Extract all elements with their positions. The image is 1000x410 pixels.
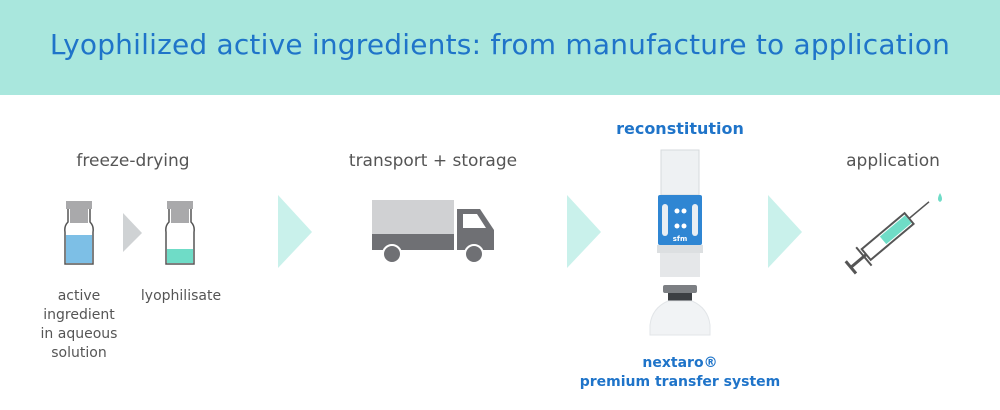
step-application-label: application (846, 151, 940, 171)
syringe-icon (844, 201, 930, 275)
vial-lyophilisate-icon (165, 201, 195, 265)
step-reconstitution-label: reconstitution (616, 119, 744, 138)
caption-line: ingredient (43, 307, 115, 323)
caption-line: active (57, 288, 101, 304)
nextaro-device-icon: sfm (649, 149, 711, 336)
caption-line: solution (51, 345, 107, 361)
step-arrow-icon (567, 195, 601, 268)
drop-icon (938, 193, 942, 202)
product-description: premium transfer system (579, 374, 781, 390)
active-ingredient-caption: active ingredient in aqueous solution (41, 287, 118, 363)
caption-line: in aqueous (40, 326, 118, 342)
page-title: Lyophilized active ingredients: from man… (49, 28, 951, 61)
step-arrow-icon (768, 195, 802, 268)
vial-solution-icon (64, 201, 94, 265)
step-freeze-drying-label: freeze-drying (76, 151, 190, 171)
step-transport-label: transport + storage (348, 151, 518, 171)
product-name: nextaro® (642, 355, 718, 371)
header-banner (0, 0, 1000, 95)
truck-icon (372, 200, 494, 264)
lyophilisate-caption: lyophilisate (140, 288, 222, 304)
device-logo: sfm (673, 235, 688, 243)
small-arrow-icon (123, 213, 142, 252)
step-arrow-icon (278, 195, 312, 268)
